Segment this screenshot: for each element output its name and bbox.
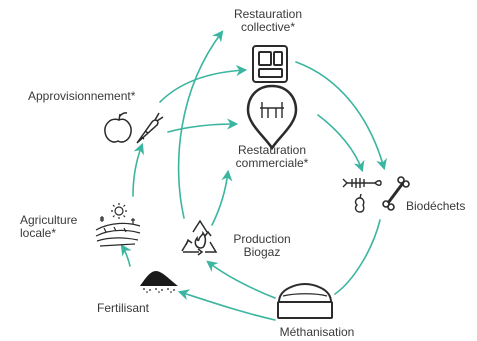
agriculture-locale-line2: locale*: [20, 226, 57, 240]
arrow-collective-to-biodechets: [295, 61, 387, 171]
arrow-approvisionnement-to-commerciale: [167, 118, 239, 133]
label-agriculture-locale: Agriculture locale*: [20, 214, 96, 240]
restauration-commerciale-line2: commerciale*: [235, 156, 309, 170]
arrow-biogaz-to-collective: [177, 30, 224, 219]
arrow-biogaz-to-commerciale: [211, 169, 233, 226]
label-biodechets: Biodéchets: [406, 200, 476, 213]
production-biogaz-line1: Production: [233, 232, 291, 246]
label-fertilisant: Fertilisant: [97, 302, 167, 315]
restauration-collective-line2: collective*: [240, 20, 296, 34]
fertilisant-line1: Fertilisant: [97, 301, 150, 315]
tray-icon: [252, 45, 288, 83]
label-approvisionnement: Approvisionnement*: [28, 90, 160, 103]
label-methanisation: Méthanisation: [270, 326, 364, 339]
flow-arrows: [120, 30, 387, 321]
food-waste-icon: [342, 176, 410, 213]
farm-field-icon: [95, 203, 141, 247]
production-biogaz-line2: Biogaz: [243, 245, 281, 259]
restauration-collective-line1: Restauration: [233, 7, 303, 21]
arrow-approvisionnement-to-collective: [159, 64, 248, 103]
digester-dome-icon: [277, 282, 333, 319]
apple-carrot-icon: [104, 112, 164, 144]
label-restauration-collective: Restauration collective*: [226, 8, 310, 34]
restaurant-pin-icon: [246, 84, 298, 151]
restauration-commerciale-line1: Restauration: [237, 143, 307, 157]
label-production-biogaz: Production Biogaz: [222, 233, 302, 259]
agriculture-locale-line1: Agriculture: [20, 213, 78, 227]
label-restauration-commerciale: Restauration commerciale*: [224, 144, 320, 170]
arrow-commerciale-to-biodechets: [317, 114, 365, 173]
approvisionnement-line1: Approvisionnement*: [28, 89, 136, 103]
arrow-methanisation-to-biogaz: [206, 260, 276, 299]
arrow-agriculture-to-approvisionnement: [132, 142, 145, 197]
methanisation-line1: Méthanisation: [279, 325, 355, 339]
arrow-methanisation-to-fertilisant: [177, 289, 276, 321]
biodechets-line1: Biodéchets: [406, 199, 466, 213]
recycle-biogas-icon: [181, 219, 218, 256]
fertilizer-heap-icon: [140, 271, 178, 293]
arrow-biodechets-to-methanisation: [334, 219, 381, 295]
arrow-fertilisant-to-agriculture: [120, 244, 132, 267]
